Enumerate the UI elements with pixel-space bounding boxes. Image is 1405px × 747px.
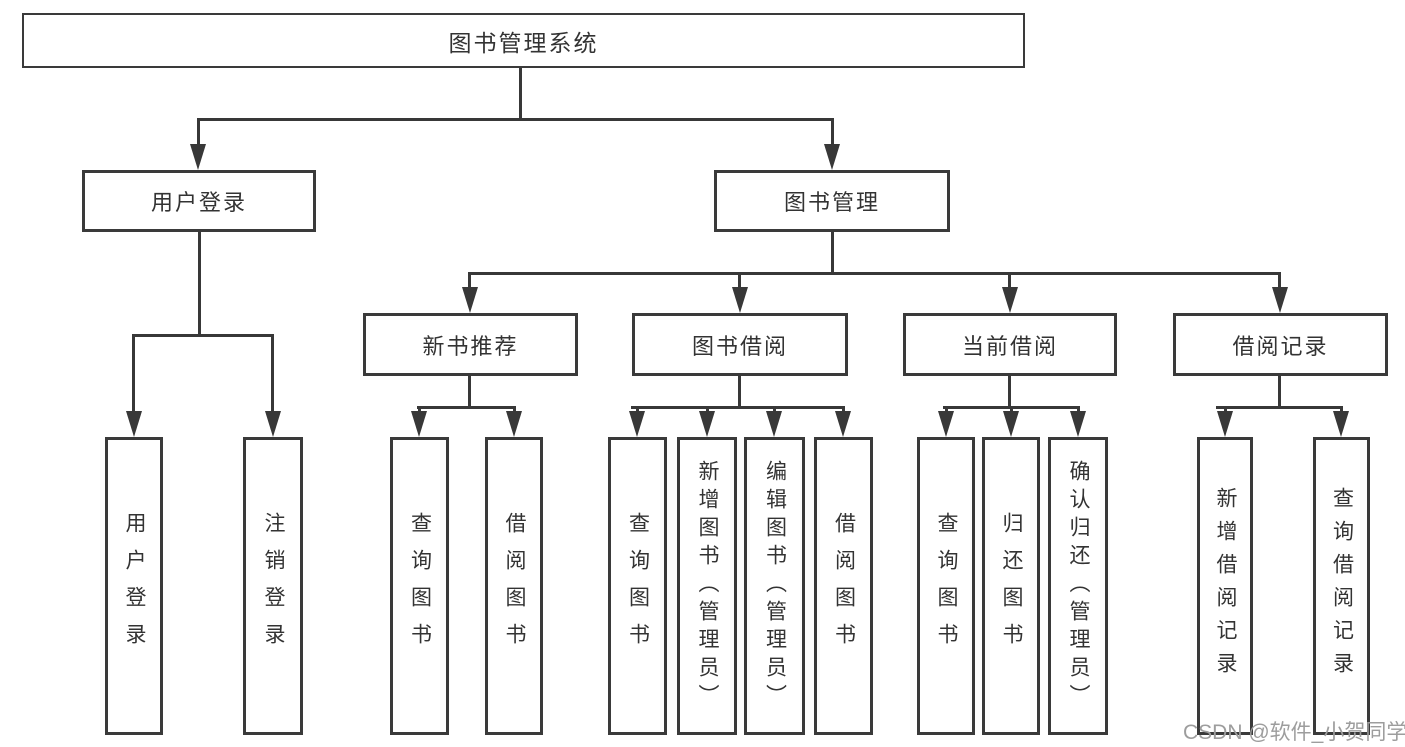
node-borrowing-records: 借阅记录 (1173, 313, 1388, 376)
connector-stem (1340, 406, 1343, 414)
connector-stem (773, 406, 776, 414)
leaf-add-borrow-record: 新增借阅记录 (1197, 437, 1253, 735)
leaf-borrow-books-recommend: 借阅图书 (485, 437, 543, 735)
connector-trunk (738, 375, 741, 408)
connector-book-mgmt-trunk (831, 232, 834, 274)
connector-stem (1008, 272, 1011, 290)
connector-stem (1224, 406, 1227, 414)
leaf-query-books-borrowing: 查询图书 (608, 437, 667, 735)
connector-stem (1278, 272, 1281, 290)
arrowhead-down-icon (824, 144, 840, 170)
arrowhead-down-icon (126, 411, 142, 437)
connector-stem (418, 406, 421, 414)
connector-hline (1216, 406, 1343, 409)
leaf-query-books-current: 查询图书 (917, 437, 975, 735)
connector-trunk (1278, 375, 1281, 408)
arrowhead-down-icon (699, 411, 715, 437)
node-user-login: 用户登录 (82, 170, 316, 232)
connector-level1-hline (197, 118, 834, 121)
arrowhead-down-icon (190, 144, 206, 170)
leaf-return-books: 归还图书 (982, 437, 1040, 735)
connector-user-login-hline (132, 334, 274, 337)
connector-stem (1077, 406, 1080, 414)
connector-root-trunk (519, 68, 522, 120)
arrowhead-down-icon (506, 411, 522, 437)
connector-user-login-trunk (198, 232, 201, 336)
connector-level3-hline (468, 272, 1281, 275)
connector-stem (831, 118, 834, 148)
connector-hline (631, 406, 845, 409)
node-book-management: 图书管理 (714, 170, 950, 232)
leaf-query-borrow-record: 查询借阅记录 (1313, 437, 1370, 735)
connector-stem (271, 334, 274, 414)
connector-stem (842, 406, 845, 414)
arrowhead-down-icon (766, 411, 782, 437)
connector-stem (132, 334, 135, 414)
arrowhead-down-icon (1003, 411, 1019, 437)
csdn-watermark: CSDN @软件_小贺同学 (1183, 721, 1405, 744)
leaf-confirm-return-admin: 确认归还（管理员） (1048, 437, 1108, 735)
arrowhead-down-icon (1070, 411, 1086, 437)
connector-stem (468, 272, 471, 290)
arrowhead-down-icon (462, 287, 478, 313)
leaf-logout: 注销登录 (243, 437, 303, 735)
connector-trunk (468, 375, 471, 408)
arrowhead-down-icon (938, 411, 954, 437)
leaf-edit-books-admin: 编辑图书（管理员） (744, 437, 805, 735)
connector-stem (1010, 406, 1013, 414)
arrowhead-down-icon (411, 411, 427, 437)
arrowhead-down-icon (1217, 411, 1233, 437)
node-book-borrowing: 图书借阅 (632, 313, 848, 376)
leaf-user-login: 用户登录 (105, 437, 163, 735)
connector-stem (738, 272, 741, 290)
node-current-borrowing: 当前借阅 (903, 313, 1117, 376)
arrowhead-down-icon (265, 411, 281, 437)
arrowhead-down-icon (1002, 287, 1018, 313)
connector-stem (706, 406, 709, 414)
arrowhead-down-icon (1272, 287, 1288, 313)
leaf-borrow-books: 借阅图书 (814, 437, 873, 735)
connector-stem (636, 406, 639, 414)
leaf-query-books-recommend: 查询图书 (390, 437, 449, 735)
leaf-add-books-admin: 新增图书（管理员） (677, 437, 737, 735)
arrowhead-down-icon (1333, 411, 1349, 437)
arrowhead-down-icon (629, 411, 645, 437)
connector-stem (945, 406, 948, 414)
arrowhead-down-icon (835, 411, 851, 437)
connector-stem (197, 118, 200, 148)
connector-hline (417, 406, 516, 409)
arrowhead-down-icon (732, 287, 748, 313)
connector-stem (513, 406, 516, 414)
node-library-system: 图书管理系统 (22, 13, 1025, 68)
node-new-book-recommendation: 新书推荐 (363, 313, 578, 376)
connector-trunk (1008, 375, 1011, 408)
